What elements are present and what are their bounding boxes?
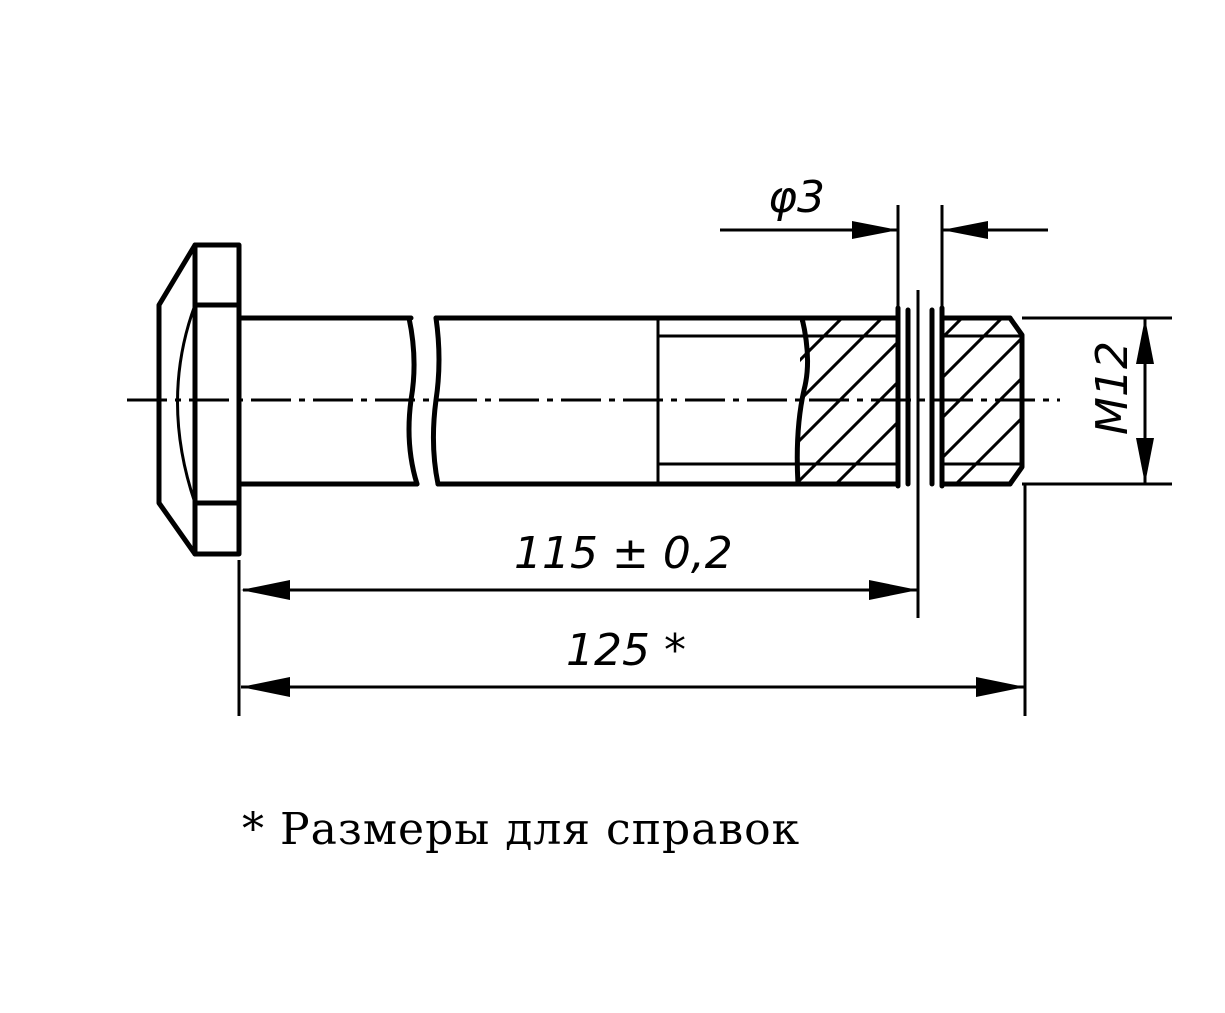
- dimension-hole-diameter: φ3: [720, 172, 1048, 310]
- dimension-total-length: 125 *: [241, 484, 1027, 716]
- hole-diameter-label: φ3: [768, 172, 825, 223]
- hole-position-label: 115 ± 0,2: [514, 528, 733, 579]
- bolt-shank-right: [430, 315, 901, 487]
- dimension-hole-position: 115 ± 0,2: [237, 528, 918, 716]
- dimension-thread: M12: [1022, 316, 1172, 486]
- reference-dimensions-note: * Размеры для справок: [242, 804, 801, 855]
- cross-hole: [895, 290, 945, 618]
- thread-label: M12: [1087, 341, 1138, 435]
- total-length-label: 125 *: [566, 625, 686, 676]
- section-break-line: [794, 315, 811, 487]
